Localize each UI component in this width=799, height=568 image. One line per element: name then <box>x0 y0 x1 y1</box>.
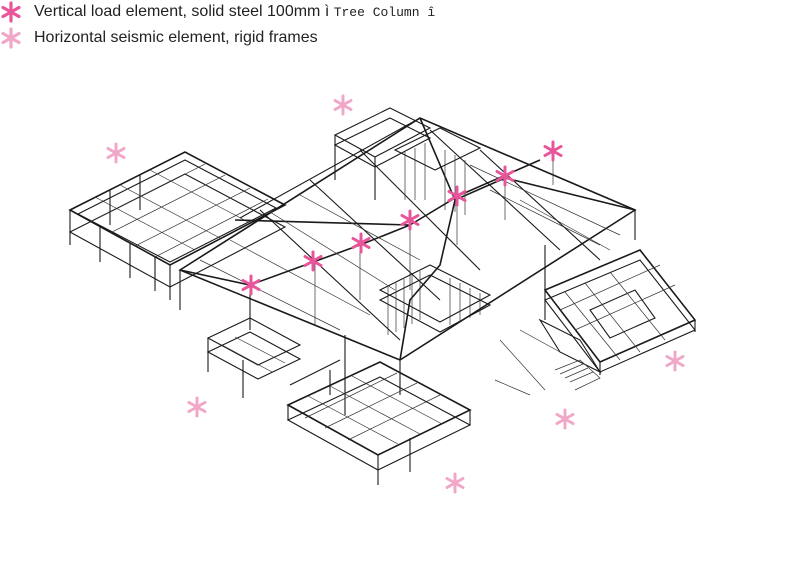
stair-ramp <box>494 318 602 396</box>
bottom-left-frame <box>206 317 302 398</box>
bottom-front-frame <box>286 359 472 485</box>
tree-column-marker <box>400 209 420 231</box>
center-courtyard-frame <box>378 264 492 335</box>
top-courtyard-frame <box>333 107 482 215</box>
rigid-frame-marker <box>106 142 126 164</box>
rigid-frame-marker <box>665 350 685 372</box>
left-wing-frame <box>68 151 287 300</box>
legend-label-horizontal: Horizontal seismic element, rigid frames <box>34 29 318 46</box>
rigid-frame-marker <box>187 396 207 418</box>
asterisk-dark-pink-icon <box>1 1 21 23</box>
tree-column-marker <box>495 165 515 187</box>
main-roof-frame <box>178 117 637 415</box>
horizontal-seismic-markers <box>106 94 685 494</box>
tree-column-marker <box>241 274 261 296</box>
right-wing-frame <box>543 249 697 375</box>
legend-item-vertical-load: Vertical load element, solid steel 100mm… <box>0 1 435 23</box>
asterisk-light-pink-icon <box>1 27 21 49</box>
tree-column-marker <box>543 140 563 162</box>
rigid-frame-marker <box>333 94 353 116</box>
rigid-frame-marker <box>555 408 575 430</box>
vertical-load-markers <box>241 140 563 296</box>
legend-item-horizontal-seismic: Horizontal seismic element, rigid frames <box>0 27 318 49</box>
rigid-frame-marker <box>445 472 465 494</box>
legend-label-vertical: Vertical load element, solid steel 100mm… <box>34 3 436 20</box>
